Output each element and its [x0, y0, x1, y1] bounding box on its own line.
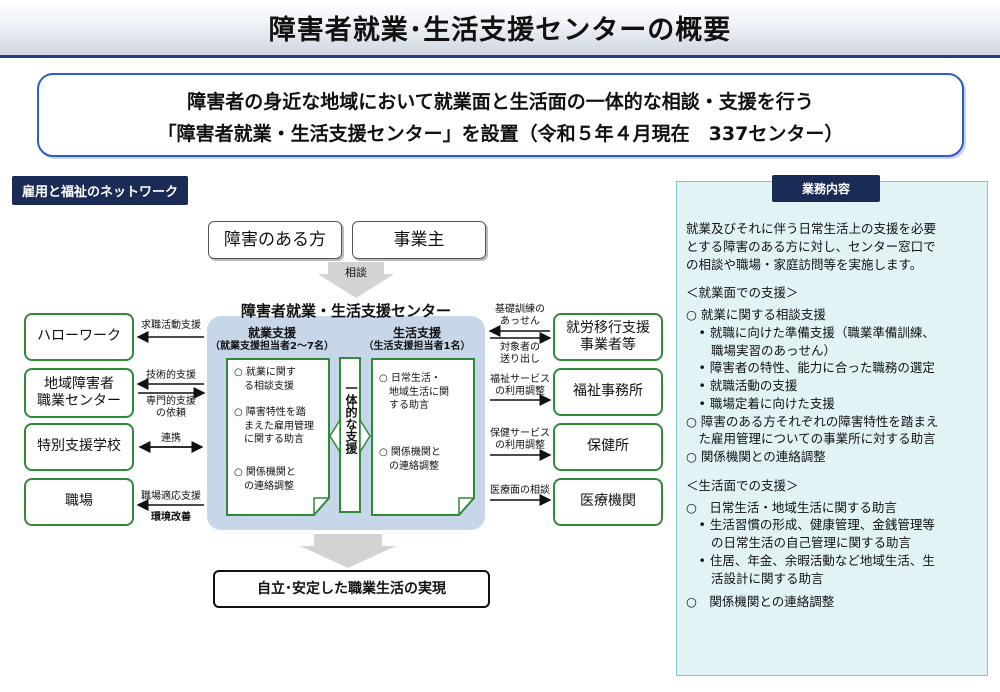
life-support-staff: （生活支援担当者1名） — [363, 341, 471, 352]
panel-line: ○ 障害のある方それぞれの障害特性を踏まえ — [686, 413, 939, 429]
employment-item-3: ○ 関係機関と の連絡調整 — [234, 466, 296, 493]
medical-institution-box: 医療機関 — [553, 478, 663, 526]
panel-line: た雇用管理についての事業所に対する助言 — [686, 431, 936, 447]
label-medical-consultation: 医療面の相談 — [490, 485, 550, 496]
transition-support-provider-box: 就労移行支援 事業者等 — [553, 313, 663, 361]
intro-line-1: 障害者の身近な地域において就業面と生活面の一体的な相談・支援を行う — [187, 91, 814, 113]
integrated-support-label: 一体的な支援 — [344, 382, 358, 454]
regional-vocational-center-box: 地域障害者 職業センター — [24, 368, 134, 418]
label-specialist-request: 専門的支援 の依頼 — [146, 396, 196, 419]
page-title: 障害者就業･生活支援センターの概要 — [268, 15, 732, 46]
employment-support-head: 就業支援 — [247, 326, 296, 340]
employment-item-2-line-1: ○ 障害特性を踏 — [234, 407, 306, 418]
hellowork-box: ハローワーク — [24, 313, 134, 361]
panel-line: • 職場定着に向けた支援 — [686, 395, 835, 411]
consult-arrow — [318, 262, 394, 298]
employment-item-2-line-3: に関する助言 — [234, 434, 304, 445]
life-item-2: ○ 関係機関と の連絡調整 — [379, 446, 441, 473]
employer-box: 事業主 — [352, 221, 486, 259]
life-item-1-line-1: ○ 日常生活・ — [379, 373, 441, 384]
life-item-1-line-3: する助言 — [379, 400, 429, 411]
panel-line: • 就職に向けた準備支援（職業準備訓練、 — [686, 324, 935, 340]
health-center-box: 保健所 — [553, 423, 663, 471]
consult-label: 相談 — [345, 266, 367, 279]
label-cooperation: 連携 — [161, 433, 181, 444]
life-item-1-line-2: 地域生活に関 — [379, 386, 449, 398]
network-tag: 雇用と福祉のネットワーク — [12, 176, 189, 205]
service-details-list: 就業及びそれに伴う日常生活上の支援を必要 とする障害のある方に対し、センター窓口… — [686, 220, 938, 611]
service-details-panel — [676, 181, 988, 676]
panel-line: ○ 日常生活・地域生活に関する助言 — [686, 499, 897, 515]
employment-support-staff: （就業支援担当者2～7名） — [210, 341, 334, 352]
label-technical-support: 技術的支援 — [146, 370, 196, 381]
panel-line: ○ 就業に関する相談支援 — [686, 307, 826, 322]
panel-line: • 障害者の特性、能力に合った職務の選定 — [686, 360, 935, 376]
label-sending-clients: 対象者の 送り出し — [500, 342, 540, 365]
panel-spacer — [686, 273, 938, 284]
life-item-2-line-1: ○ 関係機関と — [379, 447, 441, 458]
employment-item-3-line-2: の連絡調整 — [234, 480, 294, 492]
life-support-document — [371, 358, 475, 516]
panel-line: 就業及びそれに伴う日常生活上の支援を必要 — [686, 221, 937, 236]
center-title: 障害者就業・生活支援センター — [240, 302, 451, 320]
employment-item-2-line-2: まえた雇用管理 — [234, 420, 314, 432]
intro-banner: 障害者の身近な地域において就業面と生活面の一体的な相談・支援を行う 「障害者就業… — [37, 73, 964, 157]
panel-line: の相談や職場・家庭訪問等を実施します。 — [686, 256, 923, 272]
panel-line: 職場実習のあっせん） — [686, 342, 837, 358]
life-support-head: 生活支援 — [392, 326, 441, 340]
panel-spacer — [686, 466, 938, 477]
intro-line-2: 「障害者就業・生活支援センター」を設置（令和５年４月現在 337センター） — [157, 123, 844, 145]
service-details-tag: 業務内容 — [772, 175, 880, 202]
header-bar — [0, 0, 1000, 58]
life-item-2-line-2: の連絡調整 — [379, 460, 439, 472]
panel-line: とする障害のある方に対し、センター窓口で — [686, 238, 936, 254]
workplace-box: 職場 — [24, 478, 134, 526]
employment-item-3-line-1: ○ 関係機関と — [234, 467, 296, 478]
label-health-service-coordination: 保健サービス の利用調整 — [490, 428, 550, 451]
label-basic-training: 基礎訓練の あっせん — [495, 304, 545, 327]
panel-line: ○ 関係機関との連絡調整 — [686, 449, 826, 464]
label-job-search-support: 求職活動支援 — [141, 320, 201, 331]
panel-line: • 住居、年金、余暇活動など地域生活、生 — [686, 552, 935, 568]
result-box: 自立･安定した職業生活の実現 — [213, 570, 490, 608]
panel-line: • 生活習慣の形成、健康管理、金銭管理等 — [686, 517, 935, 533]
label-welfare-service-coordination: 福祉サービス の利用調整 — [490, 374, 550, 397]
panel-line: ○ 関係機関との連絡調整 — [686, 594, 835, 610]
left-connection-arrows — [136, 331, 206, 511]
integrated-support-arrows — [329, 357, 371, 513]
employment-item-2: ○ 障害特性を踏 まえた雇用管理 に関する助言 — [234, 406, 314, 447]
panel-line: 活設計に関する助言 — [686, 570, 824, 586]
employment-item-1: ○ 就業に関す る相談支援 — [234, 366, 296, 393]
employment-support-document — [226, 358, 330, 516]
life-item-1: ○ 日常生活・ 地域生活に関 する助言 — [379, 372, 449, 413]
employment-item-1-line-2: る相談支援 — [234, 380, 294, 392]
welfare-office-box: 福祉事務所 — [553, 368, 663, 416]
result-arrow — [300, 534, 396, 568]
panel-line: の日常生活の自己管理に関する助言 — [686, 535, 912, 550]
panel-heading-life: ＜生活面での支援＞ — [686, 477, 799, 493]
right-connection-arrows — [488, 325, 552, 506]
special-needs-school-box: 特別支援学校 — [24, 423, 134, 471]
panel-heading-employment: ＜就業面での支援＞ — [686, 285, 799, 301]
employment-item-1-line-1: ○ 就業に関す — [234, 367, 296, 378]
label-environment-improvement: 環境改善 — [151, 512, 191, 523]
panel-line: • 就職活動の支援 — [686, 378, 798, 393]
person-with-disability-box: 障害のある方 — [208, 221, 342, 259]
label-workplace-adaptation: 職場適応支援 — [141, 491, 201, 502]
